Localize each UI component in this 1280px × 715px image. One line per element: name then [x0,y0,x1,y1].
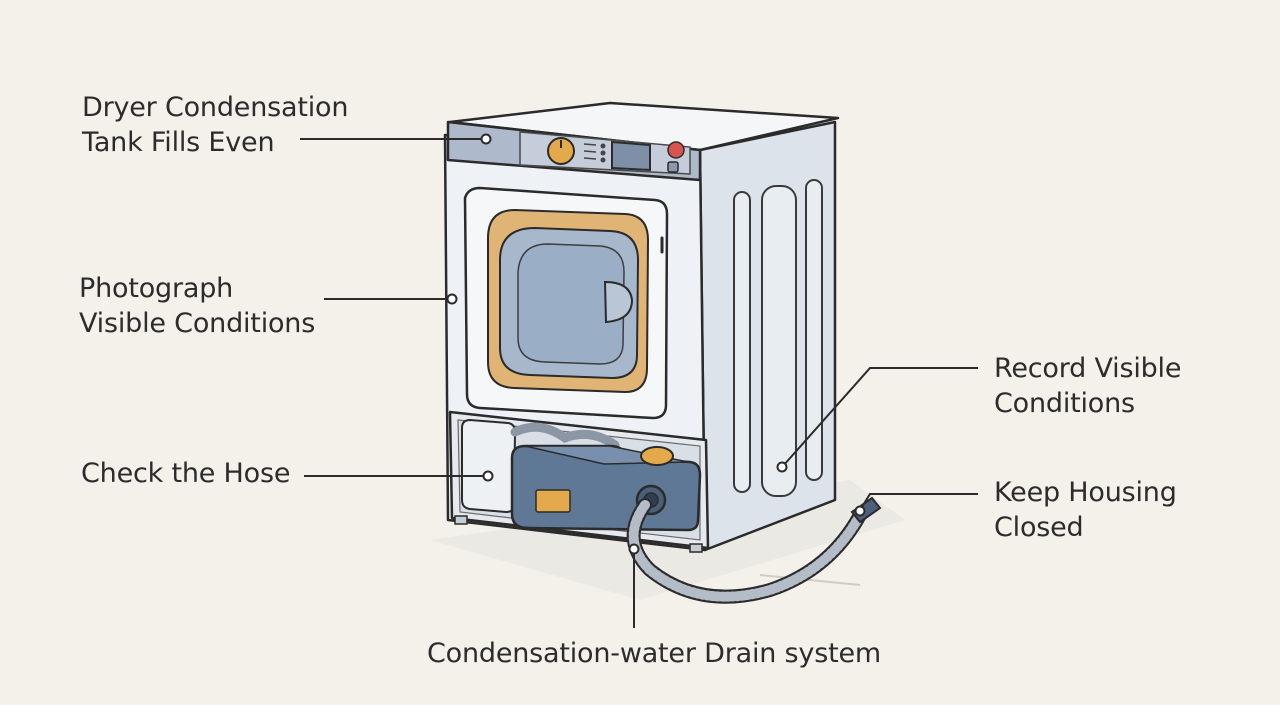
power-button [667,141,685,159]
callout-text: Visible Conditions [79,308,316,339]
callout-tank-fills: Dryer Condensation Tank Fills Even [82,90,348,160]
callout-photograph: Photograph Visible Conditions [79,271,315,341]
panel-led [600,143,606,149]
floor-line [759,574,861,586]
leader-endpoints [446,133,866,555]
filter-housing [461,418,517,514]
cabinet-foot [454,515,468,525]
callout-text: Photograph [79,273,234,304]
callout-text: Check the Hose [81,458,291,489]
side-rib [805,179,823,481]
display-screen [611,140,651,172]
reservoir-cap [640,446,674,466]
anchor-photograph [446,293,458,305]
side-rib [733,191,751,493]
callout-text: Closed [994,512,1084,543]
panel-led [600,150,606,156]
cabinet-foot [689,543,703,553]
drum-baffle [603,280,634,324]
callout-text: Dryer Condensation [82,92,349,123]
callout-check-hose: Check the Hose [81,456,290,491]
callout-drain-system: Condensation-water Drain system [427,636,881,671]
callout-keep-housing-closed: Keep Housing Closed [994,475,1177,545]
anchor-record [776,461,788,473]
leader-lines [300,138,978,628]
callout-text: Conditions [994,388,1135,419]
anchor-housing [854,505,866,517]
panel-tick [583,143,597,146]
side-rib [761,185,797,497]
bottom-strip [0,705,1280,715]
callout-text: Record Visible [994,353,1182,384]
drum-inner [517,243,625,365]
panel-tick [583,157,597,160]
anchor-tank [480,133,492,145]
coiled-hose [510,422,620,450]
leader-record [782,367,978,467]
callout-text: Keep Housing [994,477,1177,508]
start-button [667,161,679,173]
panel-led [600,157,606,163]
reservoir-label [535,489,571,513]
program-knob [547,137,575,165]
panel-tick [583,150,597,153]
callout-text: Tank Fills Even [82,127,275,158]
anchor-drain [628,543,640,555]
callout-text: Condensation-water Drain system [427,638,881,669]
anchor-hose [482,470,494,482]
callout-record-conditions: Record Visible Conditions [994,351,1181,421]
leader-housing [859,493,978,511]
